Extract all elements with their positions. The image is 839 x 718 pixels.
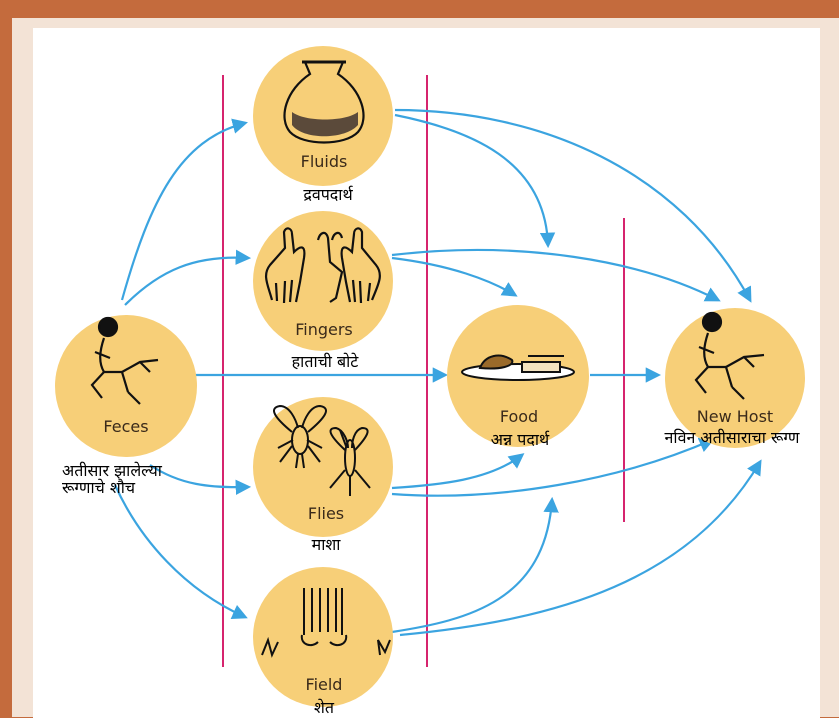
- plate-icon: [461, 354, 575, 381]
- field-marathi-label: शेत: [313, 698, 335, 717]
- flies-marathi-label: माशा: [311, 535, 341, 554]
- food-marathi-label: अन्न पदार्थ: [490, 430, 550, 449]
- arrow-fingers-food: [391, 256, 518, 297]
- arrow-feces-fingers: [124, 249, 252, 306]
- feces-marathi-label: अतीसार झालेल्या रूग्णाचे शौच: [62, 461, 162, 497]
- fluids-label: Fluids: [300, 152, 348, 171]
- node-circle-fingers: [253, 211, 393, 351]
- arrow-feces-flies: [149, 464, 252, 496]
- arrow-field-newhost: [399, 459, 762, 637]
- node-circle-flies: [253, 397, 393, 537]
- flies-icon: [273, 404, 371, 496]
- fingers-marathi-label: हाताची बोटे: [291, 352, 359, 371]
- hands-icon: [264, 227, 381, 304]
- node-circle-field: [253, 567, 393, 707]
- squatting-person-icon: [90, 316, 159, 405]
- pot-icon: [283, 60, 365, 144]
- field-label: Field: [305, 675, 343, 694]
- feet-icon: [261, 588, 391, 658]
- node-circle-fluids: [253, 46, 393, 186]
- fluids-marathi-label: द्रवपदार्थ: [303, 185, 353, 204]
- arrow-feces-fluids: [120, 118, 248, 301]
- arrow-fluids-food: [394, 113, 556, 249]
- arrow-flies-newhost: [391, 437, 715, 497]
- fingers-label: Fingers: [295, 320, 353, 339]
- node-circle-newhost: [665, 308, 805, 448]
- feces-label: Feces: [103, 417, 149, 436]
- arrow-fluids-newhost: [394, 108, 752, 303]
- arrow-fingers-newhost: [391, 248, 721, 302]
- new-host-label: New Host: [696, 407, 774, 426]
- arrow-feces-field: [113, 484, 248, 619]
- arrow-field-food: [391, 496, 559, 634]
- flies-label: Flies: [307, 504, 345, 523]
- new-host-person-icon: [694, 311, 765, 400]
- food-label: Food: [499, 407, 539, 426]
- new-host-marathi-label: नविन अतीसाराचा रूग्ण: [664, 428, 800, 447]
- arrow-flies-food: [391, 453, 525, 490]
